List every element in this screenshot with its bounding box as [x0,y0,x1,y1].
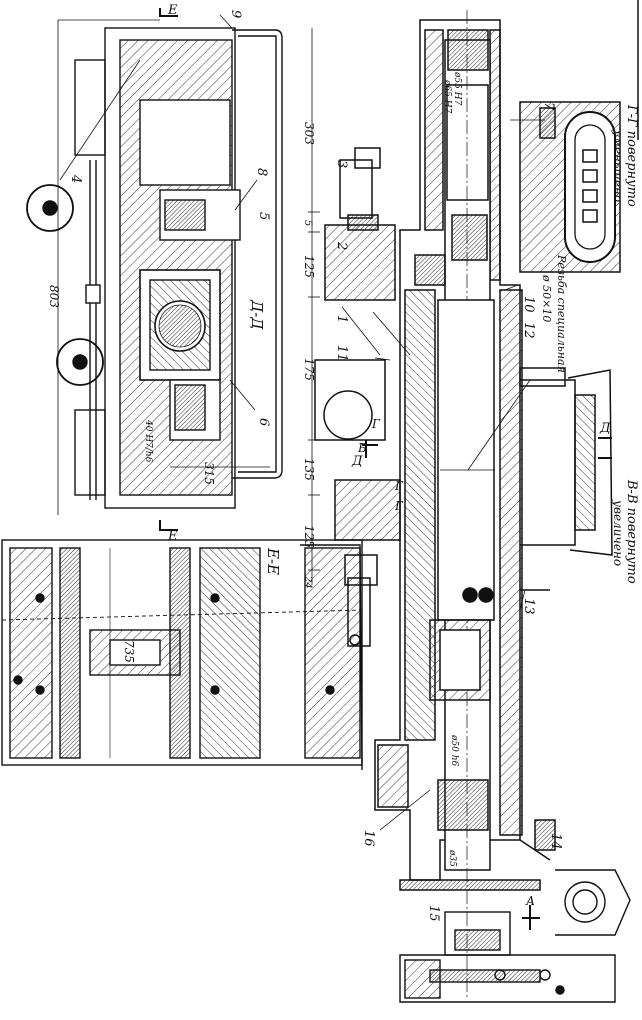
mark-g1: Г [371,417,381,431]
mark-d-left: Д [351,454,363,469]
dim-50: ø50 h6 [449,734,459,767]
section-dd-view [26,8,283,531]
dim-125b: 125 [302,525,316,548]
dim-35: ø35 [447,849,457,867]
mark-e-top: Е [167,3,178,18]
label-section-ee: Е-Е [264,547,282,575]
dim-55: ø55 H7 [452,71,462,106]
main-spindle-view [308,10,613,1000]
callout-11: 11 [334,345,349,362]
label-section-vv-2: увеличено [611,499,625,566]
callout-6: 6 [256,418,271,426]
section-ee-view [1,539,363,771]
callout-16: 16 [361,830,376,847]
section-gg-view [510,101,621,273]
dim-125a: 125 [302,255,316,278]
mark-g3: Г [394,499,404,513]
callout-8: 8 [254,168,269,176]
label-thread-size: ø 50×10 [540,274,553,322]
mark-b: Б [357,441,367,455]
dim-24: 24 [302,575,313,589]
mark-d-right: Д [599,421,611,436]
dim-803: 803 [47,285,61,308]
dim-303: 303 [302,122,316,145]
dim-5: 5 [302,220,313,226]
dim-135: 135 [302,458,316,481]
callout-10: 10 [521,296,536,313]
callout-5: 5 [256,212,271,220]
callout-15: 15 [426,905,441,922]
label-thread: Резьба специальная [555,254,568,373]
callout-3: 3 [334,160,349,168]
dim-735: 735 [122,640,136,663]
mark-e-bottom: Е [167,529,178,544]
label-section-dd: Д-Д [248,299,266,330]
callout-14: 14 [548,833,563,850]
dim-315: 315 [202,462,216,485]
callout-7: 7 [541,102,556,111]
label-section-vv: В-В повернуто [624,479,639,584]
callout-2: 2 [334,241,349,250]
dim-175: 175 [302,358,316,381]
label-section-gg-2: уменьшено [611,129,625,202]
callout-9: 9 [228,10,243,18]
callout-1: 1 [334,315,349,323]
label-section-gg: Г-Г повернуто [624,104,639,207]
view-a-bottom [399,869,631,1003]
callout-4: 4 [68,174,83,183]
callout-13: 13 [521,598,536,615]
dim-40: 40 H7/h6 [143,419,153,463]
mark-g2: Г [394,479,404,493]
callout-12: 12 [521,322,536,339]
mark-a: А [525,894,535,908]
dim-65: ø65 H7 [442,79,452,114]
drawing-labels: Д-Д Е-Е Г-Г повернуто уменьшено В-В пове… [47,3,639,922]
